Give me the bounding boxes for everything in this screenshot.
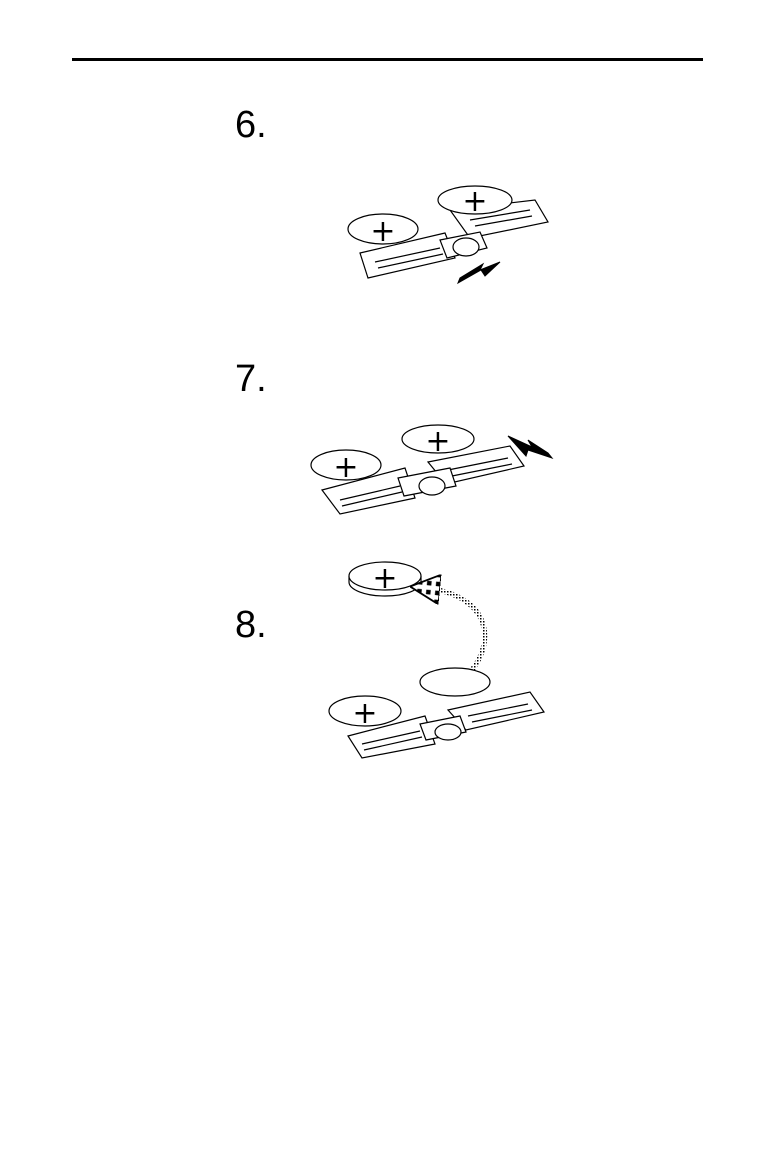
tray-latch xyxy=(440,232,487,258)
battery-plus-mark: + xyxy=(425,424,450,459)
step-8-illustration: + + xyxy=(329,561,544,758)
battery-plus-mark: + xyxy=(462,184,487,219)
battery-plus-mark: + xyxy=(352,696,377,731)
direction-arrow xyxy=(458,262,500,283)
empty-battery-slot xyxy=(420,668,490,696)
step-7-illustration: + + xyxy=(311,424,552,514)
battery-plus-mark: + xyxy=(372,561,397,596)
battery-plus-mark: + xyxy=(370,214,395,249)
step-6-illustration: + + xyxy=(348,184,548,283)
battery-plus-mark: + xyxy=(333,450,358,485)
